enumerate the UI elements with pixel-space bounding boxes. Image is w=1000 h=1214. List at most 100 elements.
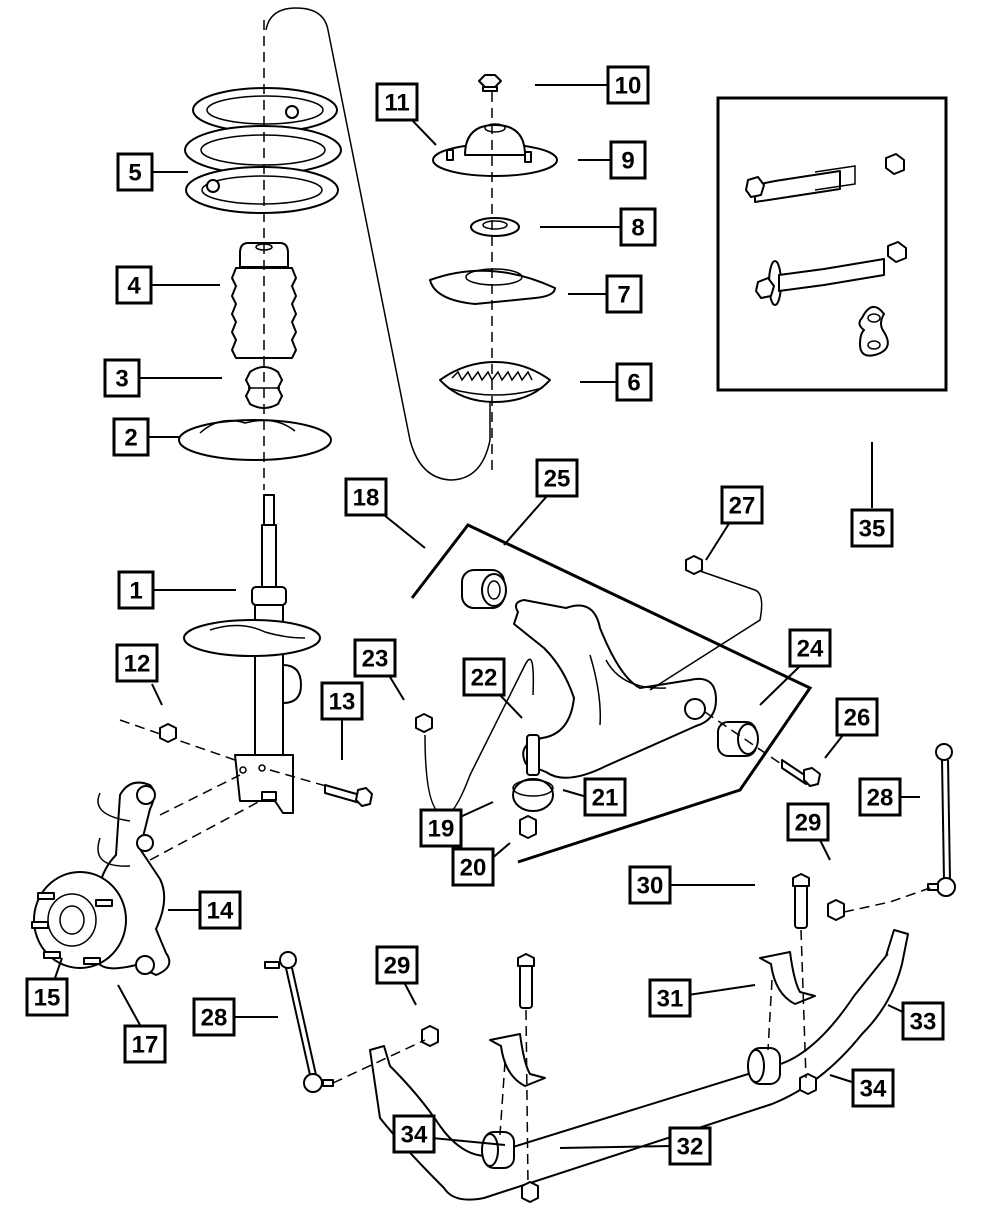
callout-leader-line xyxy=(383,514,426,549)
knuckle-attach-line-2 xyxy=(159,774,241,816)
callout-box[interactable] xyxy=(720,485,764,525)
callout-28b[interactable]: 28 xyxy=(192,997,278,1037)
callout-20[interactable]: 20 xyxy=(451,842,511,887)
callout-box[interactable] xyxy=(123,1024,167,1064)
callout-31[interactable]: 31 xyxy=(648,978,756,1018)
callout-box[interactable] xyxy=(462,657,506,697)
callout-number: 12 xyxy=(124,651,151,678)
callout-box[interactable] xyxy=(609,140,647,180)
callout-number: 22 xyxy=(471,665,498,692)
callout-box[interactable] xyxy=(115,265,153,305)
callout-8[interactable]: 8 xyxy=(540,207,657,247)
callout-box[interactable] xyxy=(851,1068,895,1108)
callout-box[interactable] xyxy=(419,808,463,848)
callout-1[interactable]: 1 xyxy=(117,570,236,610)
callout-10[interactable]: 10 xyxy=(535,65,650,105)
knuckle-bolt xyxy=(324,784,373,807)
callout-25[interactable]: 25 xyxy=(503,458,579,546)
callout-34b[interactable]: 34 xyxy=(392,1114,506,1154)
callout-box[interactable] xyxy=(115,643,159,683)
knuckle-nut xyxy=(159,723,177,743)
callout-27[interactable]: 27 xyxy=(705,485,764,561)
callout-4[interactable]: 4 xyxy=(115,265,220,305)
callout-26[interactable]: 26 xyxy=(824,697,879,759)
callout-box[interactable] xyxy=(668,1126,712,1166)
callout-box[interactable] xyxy=(535,458,579,498)
callout-30[interactable]: 30 xyxy=(628,865,755,905)
callout-leader-line xyxy=(559,1145,673,1149)
bearing xyxy=(470,217,520,237)
ball-joint-nut xyxy=(519,815,537,839)
callout-box[interactable] xyxy=(320,681,364,721)
callout-leader-line xyxy=(819,839,831,861)
retainer-bracket-left xyxy=(489,1033,546,1087)
callout-box[interactable] xyxy=(605,274,643,314)
callout-number: 9 xyxy=(621,148,634,175)
callout-box[interactable] xyxy=(850,508,894,548)
callout-box[interactable] xyxy=(901,1001,945,1041)
callout-number: 3 xyxy=(115,366,128,393)
callout-box[interactable] xyxy=(835,697,879,737)
callout-34a[interactable]: 34 xyxy=(829,1068,895,1108)
callout-13[interactable]: 13 xyxy=(320,681,364,760)
callout-21[interactable]: 21 xyxy=(562,777,627,817)
callout-box[interactable] xyxy=(648,978,692,1018)
callout-15[interactable]: 15 xyxy=(25,957,69,1017)
callout-box[interactable] xyxy=(117,570,155,610)
callout-box[interactable] xyxy=(788,628,832,668)
callout-7[interactable]: 7 xyxy=(568,274,643,314)
callout-number: 15 xyxy=(34,985,61,1012)
callout-29b[interactable]: 29 xyxy=(375,945,419,1006)
callout-2[interactable]: 2 xyxy=(112,417,180,457)
callout-number: 7 xyxy=(617,282,630,309)
lower-control-arm xyxy=(513,599,717,779)
callout-12[interactable]: 12 xyxy=(115,643,163,706)
callout-3[interactable]: 3 xyxy=(103,358,222,398)
callout-24[interactable]: 24 xyxy=(759,628,832,706)
callout-leader-line xyxy=(503,495,548,546)
callout-box[interactable] xyxy=(786,802,830,842)
callout-box[interactable] xyxy=(375,82,419,122)
callout-box[interactable] xyxy=(858,777,902,817)
callout-box[interactable] xyxy=(628,865,672,905)
callout-box[interactable] xyxy=(344,477,388,517)
callout-28a[interactable]: 28 xyxy=(858,777,920,817)
stabilizer-bar xyxy=(369,929,909,1201)
ball-joint xyxy=(512,734,554,812)
callout-11[interactable]: 11 xyxy=(375,82,437,146)
callout-box[interactable] xyxy=(353,638,397,678)
callout-32[interactable]: 32 xyxy=(559,1126,712,1166)
callout-box[interactable] xyxy=(198,890,242,930)
callout-leader-line xyxy=(389,676,405,701)
retainer-bolts xyxy=(517,873,810,1009)
callout-box[interactable] xyxy=(192,997,236,1037)
callout-22[interactable]: 22 xyxy=(462,657,523,719)
coil-spring xyxy=(184,87,342,214)
callout-9[interactable]: 9 xyxy=(578,140,647,180)
callout-number: 4 xyxy=(127,273,141,300)
callout-23[interactable]: 23 xyxy=(353,638,405,701)
callout-box[interactable] xyxy=(103,358,141,398)
callout-box[interactable] xyxy=(606,65,650,105)
callout-29a[interactable]: 29 xyxy=(786,802,831,861)
callout-6[interactable]: 6 xyxy=(580,362,653,402)
callout-number: 26 xyxy=(844,705,871,732)
callout-box[interactable] xyxy=(112,417,150,457)
callout-35[interactable]: 35 xyxy=(850,442,894,548)
callout-box[interactable] xyxy=(615,362,653,402)
callout-19[interactable]: 19 xyxy=(419,801,494,848)
callout-box[interactable] xyxy=(451,847,495,887)
stabilizer-bushing-right xyxy=(747,1047,781,1085)
callout-33[interactable]: 33 xyxy=(887,1001,945,1041)
callout-box[interactable] xyxy=(25,977,69,1017)
callout-18[interactable]: 18 xyxy=(344,477,426,549)
callout-box[interactable] xyxy=(375,945,419,985)
callout-box[interactable] xyxy=(583,777,627,817)
rear-bolt xyxy=(781,759,821,787)
callout-5[interactable]: 5 xyxy=(116,152,188,192)
callout-box[interactable] xyxy=(116,152,154,192)
callout-17[interactable]: 17 xyxy=(117,984,167,1064)
callout-box[interactable] xyxy=(619,207,657,247)
callout-box[interactable] xyxy=(392,1114,436,1154)
callout-14[interactable]: 14 xyxy=(168,890,242,930)
